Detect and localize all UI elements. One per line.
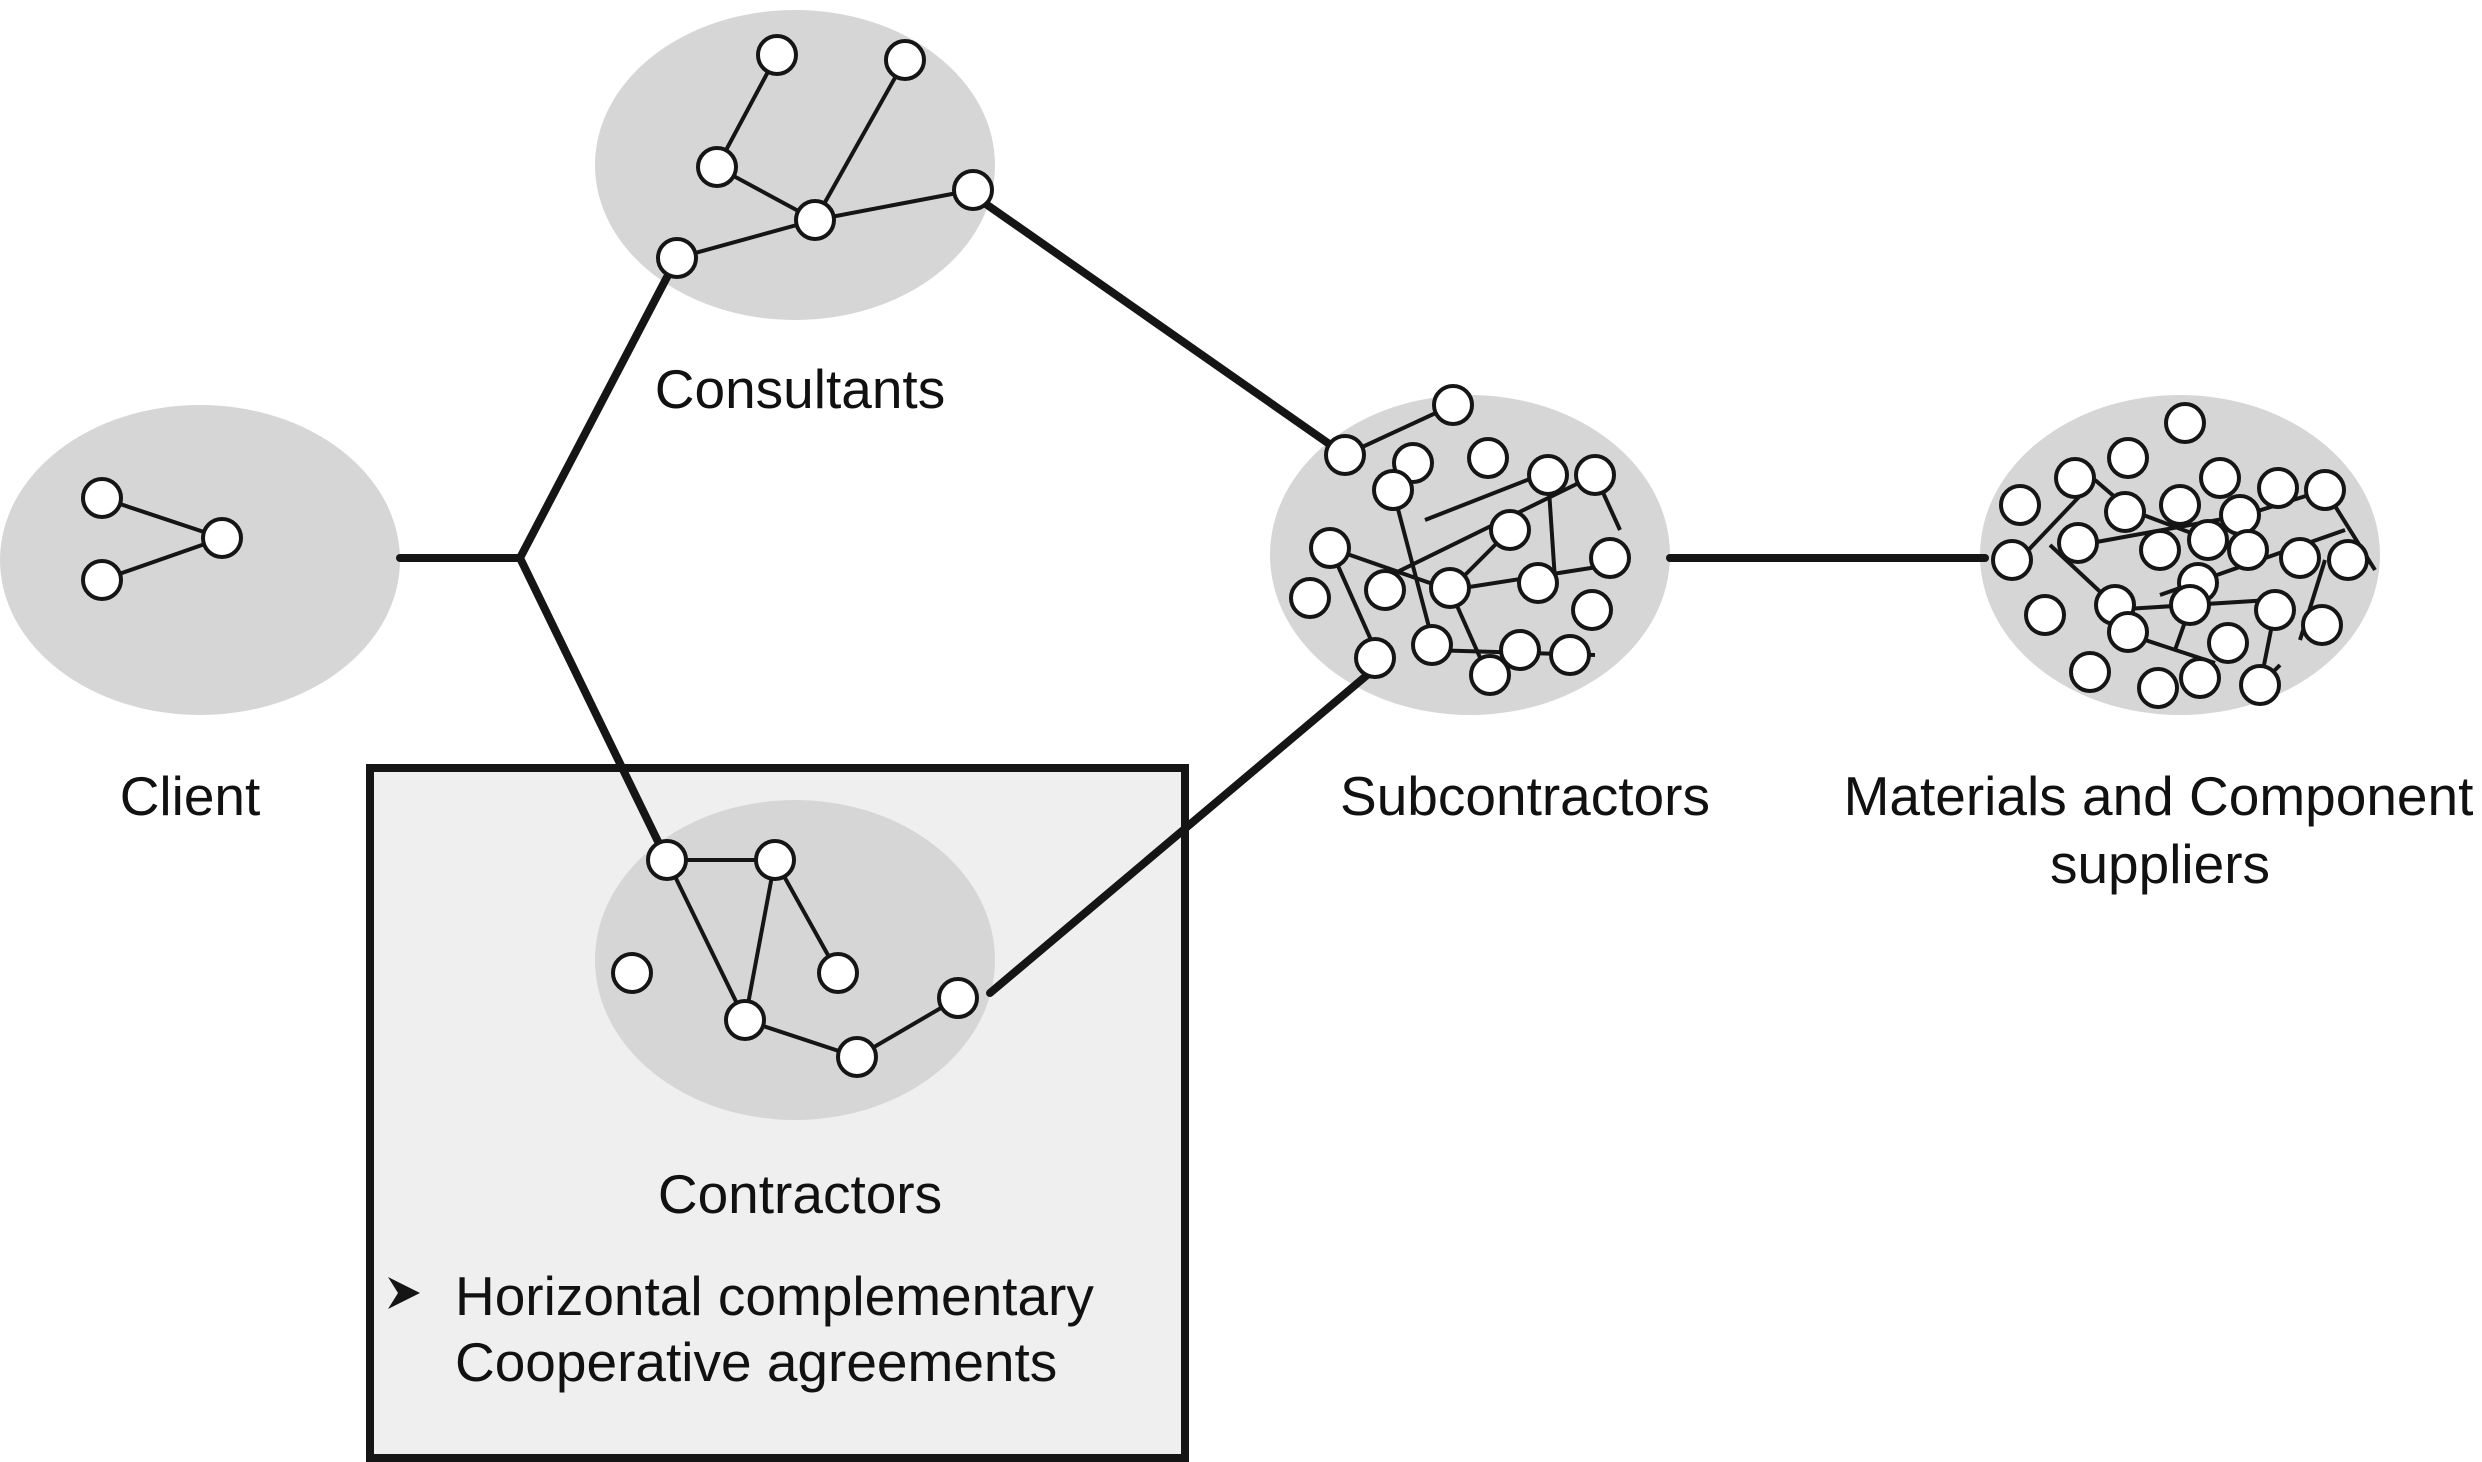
arrowhead-bullet-icon [388, 1277, 420, 1309]
client-label: Client [119, 765, 261, 827]
note-line1: Horizontal complementary [455, 1265, 1094, 1327]
suppliers-label-line1: Materials and Component [1843, 765, 2474, 827]
network-nodes [81, 34, 2369, 1078]
note-line2: Cooperative agreements [455, 1331, 1058, 1393]
subcontractors-label: Subcontractors [1340, 765, 1710, 827]
consultants-cluster [595, 10, 995, 320]
network-links [396, 191, 1989, 997]
contractors-cluster [595, 800, 995, 1120]
consultants-label: Consultants [654, 358, 946, 420]
suppliers-label-line2: suppliers [2049, 833, 2271, 895]
contractors-label: Contractors [657, 1163, 943, 1225]
client-cluster [0, 405, 400, 715]
